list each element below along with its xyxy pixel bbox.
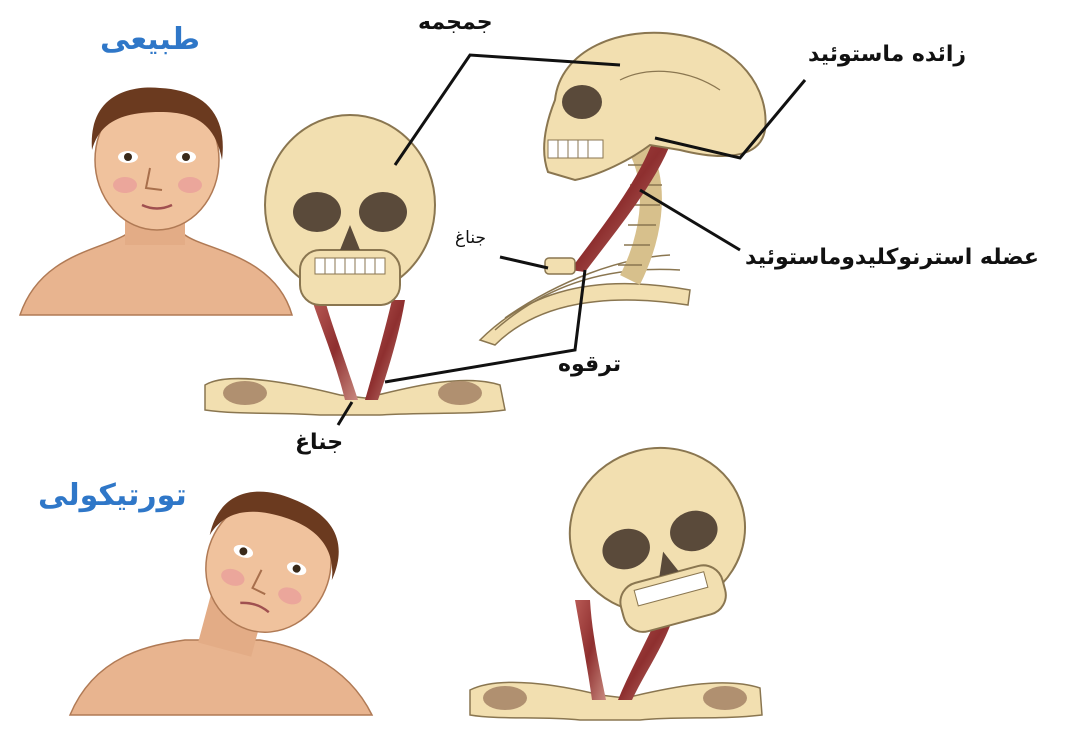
torticollis-person-figure (70, 478, 372, 715)
label-scm-muscle: عضله استرنوکلیدوماستوئید (745, 245, 1039, 270)
leader-clavicle (385, 270, 585, 382)
label-clavicle: ترقوه (558, 352, 621, 377)
normal-person-figure (20, 88, 292, 315)
side-skull-normal (480, 33, 766, 345)
normal-title: طبیعی (100, 22, 200, 57)
torticollis-title: تورتیکولی (38, 478, 187, 513)
leader-sternum-upper (500, 257, 548, 268)
label-skull: جمجمه (418, 10, 493, 35)
label-sternum-lower: جناغ (295, 430, 343, 455)
label-mastoid-process: زائده ماستوئید (808, 42, 966, 67)
label-sternum-upper: جناغ (455, 228, 486, 248)
front-skull-torticollis (470, 428, 767, 720)
